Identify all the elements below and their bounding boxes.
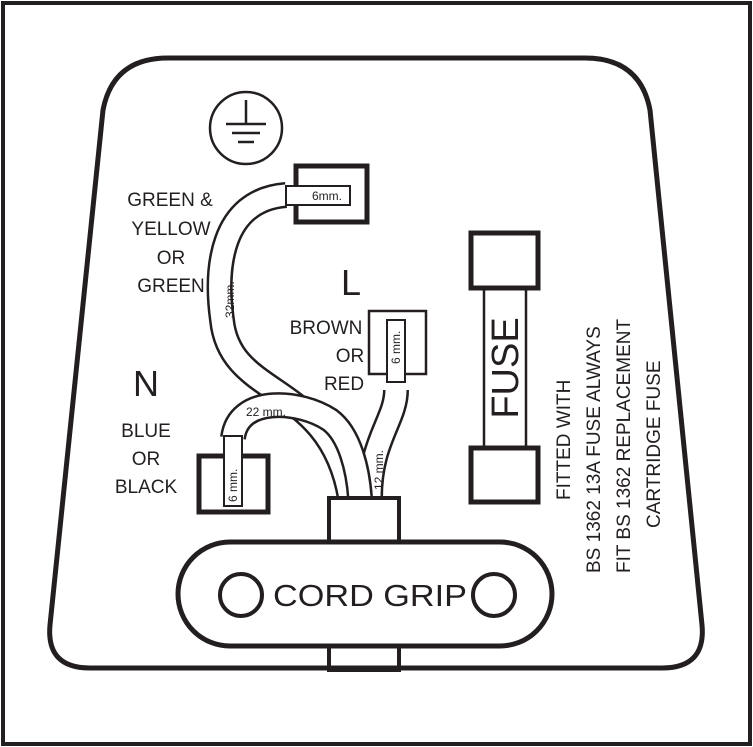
svg-text:GREEN: GREEN xyxy=(137,276,205,297)
svg-text:CARTRIDGE FUSE: CARTRIDGE FUSE xyxy=(644,360,665,528)
neutral-stripped-conductor xyxy=(223,435,243,507)
earth-strip-measure: 6mm. xyxy=(312,189,342,203)
svg-text:GREEN &: GREEN & xyxy=(127,190,213,211)
cord-grip-label: CORD GRIP xyxy=(273,578,467,613)
svg-text:YELLOW: YELLOW xyxy=(131,219,210,240)
cable-entry-upper xyxy=(327,496,401,544)
fuse xyxy=(468,230,541,505)
earth-colour-label: GREEN & YELLOW OR GREEN xyxy=(127,190,213,297)
neutral-strip-measure: 6 mm. xyxy=(226,469,240,502)
svg-text:OR: OR xyxy=(336,346,365,367)
live-stripped-conductor xyxy=(386,319,406,383)
live-colour-label: BROWN OR RED xyxy=(290,318,365,395)
plug-body-outline xyxy=(47,55,705,671)
svg-text:BROWN: BROWN xyxy=(290,318,363,339)
fuse-note: FITTED WITH BS 1362 13A FUSE ALWAYS FIT … xyxy=(554,318,665,573)
cord-grip-screw-left xyxy=(218,572,264,618)
cable-entry-lower xyxy=(327,644,401,672)
earth-wire-measure: 32mm. xyxy=(223,281,237,318)
svg-text:RED: RED xyxy=(324,374,364,395)
live-letter: L xyxy=(341,262,361,303)
svg-text:BS 1362 13A FUSE ALWAYS: BS 1362 13A FUSE ALWAYS xyxy=(584,326,605,573)
svg-text:FIT BS 1362 REPLACEMENT: FIT BS 1362 REPLACEMENT xyxy=(614,318,635,573)
neutral-wire-measure: 22 mm. xyxy=(246,405,286,419)
svg-text:OR: OR xyxy=(132,449,161,470)
fuse-label: FUSE xyxy=(485,317,527,418)
live-strip-measure: 6 mm. xyxy=(389,331,403,364)
earth-stripped-conductor xyxy=(285,185,351,206)
live-wire-measure: 12 mm. xyxy=(372,450,386,490)
svg-text:OR: OR xyxy=(157,248,186,269)
svg-text:BLUE: BLUE xyxy=(121,421,171,442)
svg-text:BLACK: BLACK xyxy=(115,477,178,498)
earth-ground-icon xyxy=(208,90,284,166)
svg-text:FITTED WITH: FITTED WITH xyxy=(554,380,575,500)
neutral-letter: N xyxy=(133,363,159,404)
cord-grip-screw-right xyxy=(471,572,517,618)
neutral-colour-label: BLUE OR BLACK xyxy=(115,421,178,498)
